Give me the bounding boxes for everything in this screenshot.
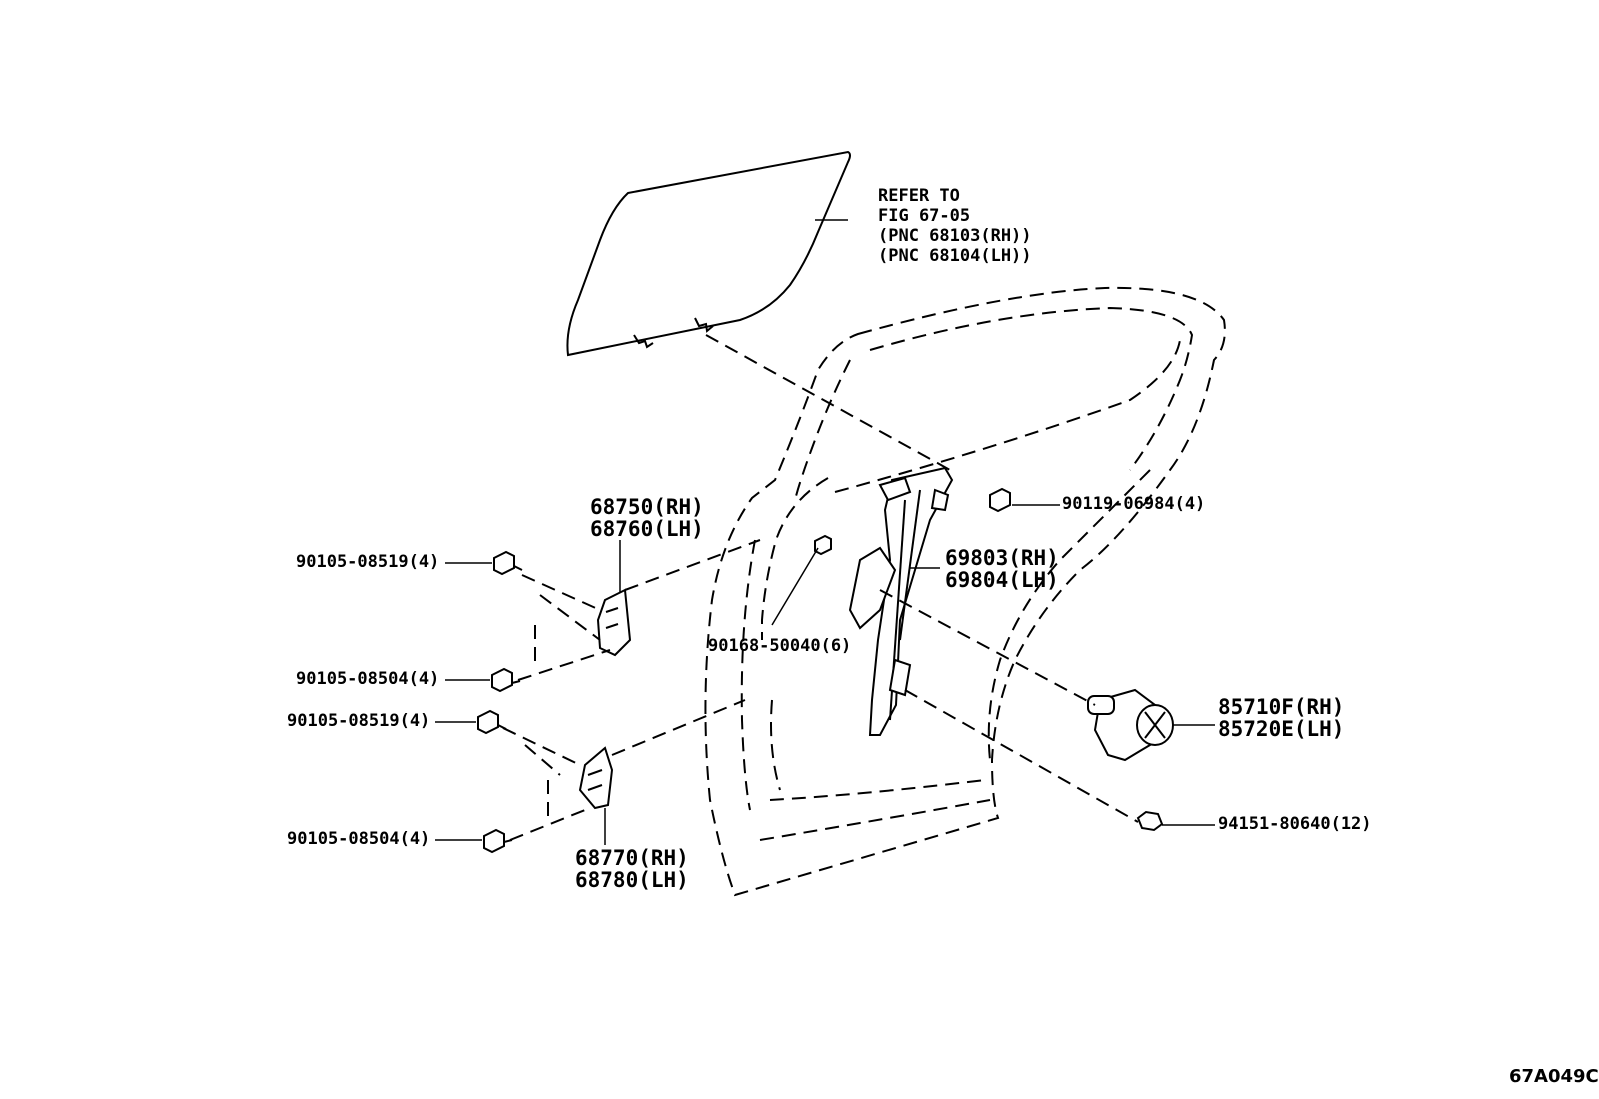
window-regulator xyxy=(848,466,954,736)
bolt-regulator-shape xyxy=(814,534,832,556)
motor-lh-label: 85720E(LH) xyxy=(1218,717,1345,741)
bolts xyxy=(477,487,1164,854)
motor-rh-label: 85710F(RH) xyxy=(1218,695,1345,719)
figure-code: 67A049C xyxy=(1509,1066,1599,1087)
refer-note-line3: (PNC 68103(RH)) xyxy=(878,226,1032,246)
hinge-lower-rh-label: 68770(RH) xyxy=(575,846,689,870)
bolt-lower-1-label: 90105-08519(4) xyxy=(287,711,431,731)
refer-note-line4: (PNC 68104(LH)) xyxy=(878,246,1032,266)
connector-lines xyxy=(502,334,1139,841)
bolt-upper-1-shape xyxy=(493,550,523,576)
regulator-rh-label: 69803(RH) xyxy=(945,546,1059,570)
lower-hinge xyxy=(578,746,614,810)
regulator-motor xyxy=(1087,688,1174,762)
hinge-lower-lh-label: 68780(LH) xyxy=(575,868,689,892)
bolt-lower-1-shape xyxy=(477,709,507,735)
bolt-upper-2-shape xyxy=(491,667,521,693)
hinge-upper-lh-label: 68760(LH) xyxy=(590,517,704,541)
bolt-upper-1-label: 90105-08519(4) xyxy=(296,552,440,572)
bolt-glass-label: 90119-06984(4) xyxy=(1062,494,1206,514)
bolt-regulator-label: 90168-50040(6) xyxy=(708,636,852,656)
bolt-lower-2-label: 90105-08504(4) xyxy=(287,829,431,849)
leader-lines xyxy=(435,219,1215,845)
refer-note-line2: FIG 67-05 xyxy=(878,206,971,226)
bolt-glass-shape xyxy=(989,487,1011,513)
door-glass xyxy=(566,150,851,357)
door-frame xyxy=(704,286,1226,897)
nut-shape xyxy=(1136,810,1164,832)
bolt-lower-2-shape xyxy=(483,828,513,854)
nut-label: 94151-80640(12) xyxy=(1218,814,1372,834)
regulator-lh-label: 69804(LH) xyxy=(945,568,1059,592)
bolt-upper-2-label: 90105-08504(4) xyxy=(296,669,440,689)
upper-hinge xyxy=(596,588,632,657)
refer-note-line1: REFER TO xyxy=(878,186,960,206)
hinge-upper-rh-label: 68750(RH) xyxy=(590,495,704,519)
